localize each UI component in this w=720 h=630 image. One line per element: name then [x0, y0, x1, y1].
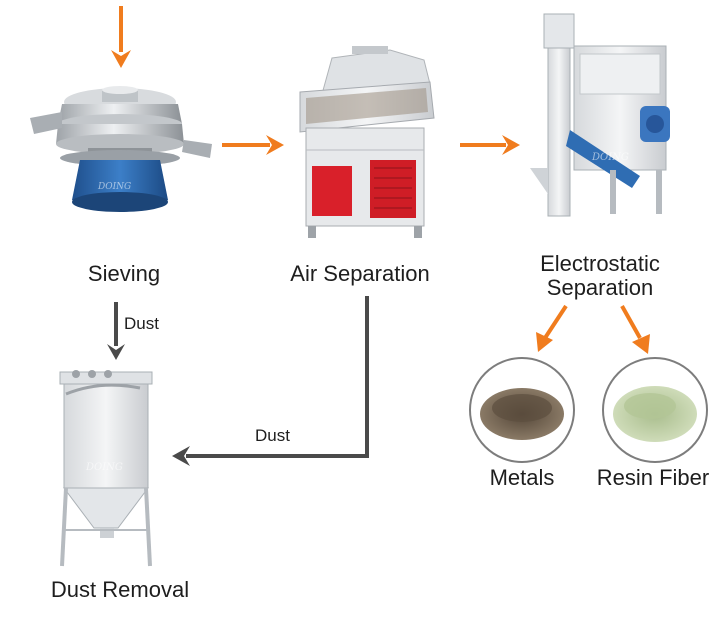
air-separator-machine	[299, 46, 435, 238]
output-label-metals: Metals	[489, 465, 555, 490]
svg-text:DOING: DOING	[591, 152, 629, 163]
stage-label-electrostatic-line2: Separation	[546, 275, 654, 300]
arrow-sieving-to-dust	[107, 302, 125, 360]
arrow-electrostatic-to-resin	[620, 305, 650, 354]
arrow-air-to-dust	[172, 296, 369, 466]
electrostatic-separator-machine: DOING	[530, 13, 670, 217]
flow-label-sieving-dust: Dust	[124, 314, 159, 333]
resin-fiber-sample	[602, 357, 708, 463]
input-arrow	[111, 6, 131, 68]
metals-sample	[469, 357, 575, 463]
flow-label-air-dust: Dust	[255, 426, 290, 445]
stage-label-electrostatic-line1: Electrostatic	[540, 251, 660, 276]
stage-label-air-separation: Air Separation	[290, 261, 430, 286]
stage-label-dust-removal: Dust Removal	[50, 577, 190, 602]
output-label-resin-fiber: Resin Fiber	[596, 465, 710, 490]
svg-text:DOING: DOING	[85, 462, 123, 473]
svg-text:DOING: DOING	[97, 182, 131, 192]
arrow-electrostatic-to-metals	[536, 304, 568, 352]
vibrating-sieve-machine: DOING	[30, 86, 212, 212]
stage-label-sieving: Sieving	[87, 261, 161, 286]
arrow-sieving-to-air	[222, 135, 284, 155]
dust-collector-machine: DOING	[59, 370, 153, 567]
arrow-air-to-electrostatic	[460, 135, 520, 155]
